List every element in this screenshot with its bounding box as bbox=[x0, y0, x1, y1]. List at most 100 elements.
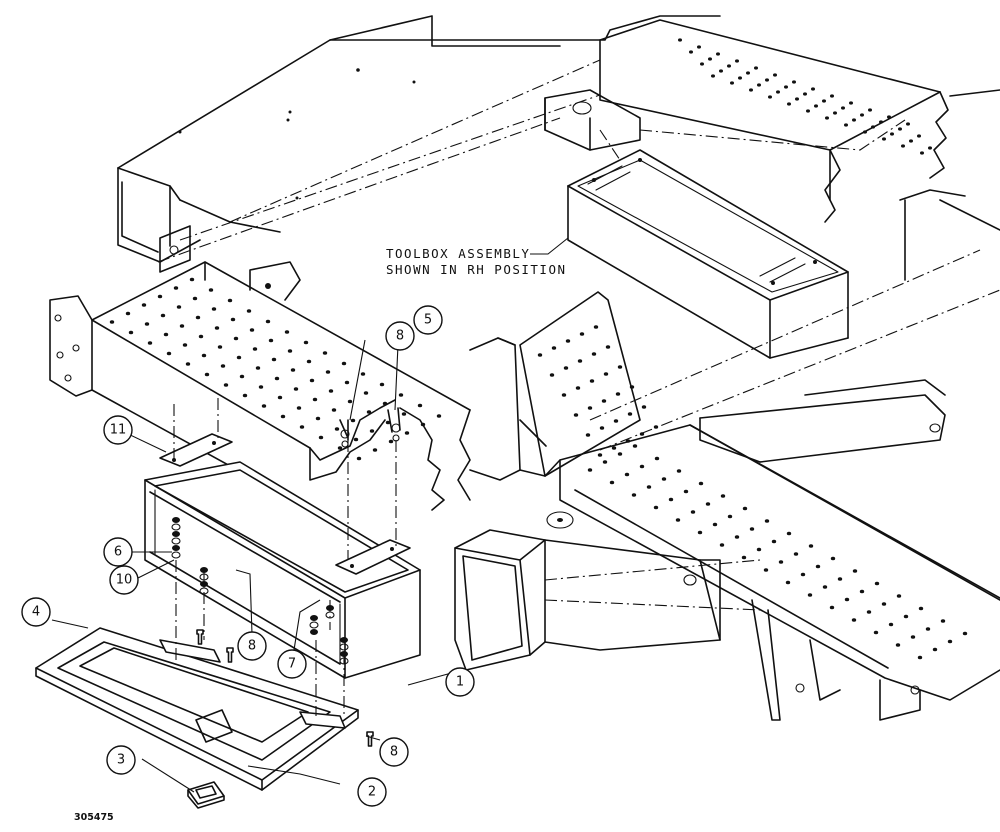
callout-10: 10 bbox=[109, 565, 139, 595]
perforation-hole bbox=[160, 313, 166, 318]
perforation-hole bbox=[730, 81, 734, 85]
perforation-hole bbox=[639, 464, 645, 469]
callout-1: 1 bbox=[445, 667, 475, 697]
perforation-hole bbox=[198, 334, 204, 339]
perforation-hole bbox=[208, 288, 214, 292]
perforation-hole bbox=[928, 146, 932, 150]
perforation-hole bbox=[871, 125, 875, 129]
callout-11-label: 11 bbox=[110, 423, 127, 438]
perforation-hole bbox=[344, 380, 350, 385]
perforation-hole bbox=[734, 535, 740, 539]
perforation-hole bbox=[712, 522, 718, 527]
perforation-hole bbox=[800, 572, 806, 577]
center-step-and-right-crossmember bbox=[469, 291, 1000, 721]
perforation-hole bbox=[940, 619, 946, 623]
perforation-hole bbox=[268, 338, 274, 343]
perforation-hole bbox=[290, 368, 296, 372]
perforation-hole bbox=[763, 568, 769, 572]
perforation-hole bbox=[360, 372, 366, 376]
perforation-hole bbox=[735, 59, 739, 63]
perforation-hole bbox=[109, 320, 115, 324]
perforation-hole bbox=[764, 519, 770, 523]
perforation-hole bbox=[363, 391, 369, 395]
upper-right-deck bbox=[599, 19, 1000, 281]
perforation-hole bbox=[917, 134, 921, 138]
perforation-hole bbox=[653, 425, 659, 429]
perforation-hole bbox=[629, 385, 635, 389]
perforation-hole bbox=[873, 630, 879, 635]
perforation-hole bbox=[627, 412, 633, 416]
perforation-hole bbox=[246, 309, 252, 313]
callout-8-top: 8 bbox=[385, 321, 415, 351]
perforation-hole bbox=[906, 122, 910, 126]
perforation-hole bbox=[786, 531, 792, 536]
perforation-hole bbox=[299, 425, 305, 429]
toolbox-latch bbox=[187, 781, 225, 809]
perforation-hole bbox=[787, 102, 791, 106]
perforation-hole bbox=[683, 489, 689, 494]
perforation-hole bbox=[918, 606, 924, 611]
callout-6: 6 bbox=[103, 537, 133, 567]
perforation-hole bbox=[287, 349, 293, 353]
perforation-hole bbox=[179, 324, 185, 328]
perforation-hole bbox=[325, 370, 331, 374]
perforation-hole bbox=[727, 64, 731, 68]
perforation-hole bbox=[587, 468, 593, 472]
perforation-hole bbox=[609, 480, 615, 485]
callout-8-middle-label: 8 bbox=[248, 639, 256, 654]
bolt bbox=[226, 647, 234, 663]
perforation-hole bbox=[910, 635, 916, 639]
perforation-hole bbox=[815, 564, 821, 569]
callout-8-middle: 8 bbox=[237, 631, 267, 661]
toolbox-body bbox=[144, 461, 421, 679]
perforation-hole bbox=[602, 460, 608, 464]
washer-nut bbox=[171, 523, 181, 531]
perforation-hole bbox=[296, 406, 302, 410]
perforation-hole bbox=[255, 366, 261, 370]
perforation-hole bbox=[591, 352, 597, 356]
perforation-hole bbox=[844, 123, 848, 127]
toolbox-rh-position bbox=[544, 89, 906, 359]
perforation-hole bbox=[742, 506, 748, 511]
perforation-hole bbox=[239, 374, 245, 379]
perforation-hole bbox=[537, 353, 543, 357]
perforation-hole bbox=[309, 378, 315, 383]
perforation-hole bbox=[852, 569, 858, 573]
perforation-hole bbox=[881, 602, 887, 606]
perforation-hole bbox=[830, 94, 834, 98]
perforation-hole bbox=[863, 130, 867, 134]
toolbox-note: TOOLBOX ASSEMBLY SHOWN IN RH POSITION bbox=[386, 237, 569, 277]
callout-2-label: 2 bbox=[368, 785, 376, 800]
perforation-hole bbox=[293, 387, 299, 391]
perforation-hole bbox=[624, 472, 630, 477]
perforation-hole bbox=[141, 303, 147, 307]
perforation-hole bbox=[756, 547, 762, 552]
callout-4-label: 4 bbox=[32, 605, 40, 620]
perforation-hole bbox=[217, 345, 223, 349]
perforation-hole bbox=[837, 577, 843, 581]
perforation-hole bbox=[784, 85, 788, 89]
perforation-hole bbox=[611, 446, 617, 450]
perforation-hole bbox=[925, 627, 931, 631]
perforation-hole bbox=[341, 361, 347, 366]
upper-chassis-frame bbox=[117, 15, 721, 301]
perforation-hole bbox=[866, 610, 872, 614]
washer-nut bbox=[171, 551, 181, 559]
perforation-hole bbox=[716, 52, 720, 56]
perforation-hole bbox=[917, 655, 923, 660]
perforation-hole bbox=[676, 469, 682, 473]
perforation-hole bbox=[901, 144, 905, 148]
perforation-hole bbox=[641, 405, 647, 409]
perforation-hole bbox=[353, 437, 359, 442]
callout-8-bottom: 8 bbox=[379, 737, 409, 767]
perforation-hole bbox=[727, 514, 733, 519]
callout-5-label: 5 bbox=[424, 313, 432, 328]
perforation-hole bbox=[776, 90, 780, 94]
bolt bbox=[196, 629, 204, 645]
perforation-hole bbox=[814, 104, 818, 108]
perforation-hole bbox=[860, 113, 864, 117]
perforation-hole bbox=[895, 643, 901, 647]
perforation-hole bbox=[852, 118, 856, 122]
perforation-hole bbox=[757, 83, 761, 87]
perforation-hole bbox=[128, 330, 134, 335]
